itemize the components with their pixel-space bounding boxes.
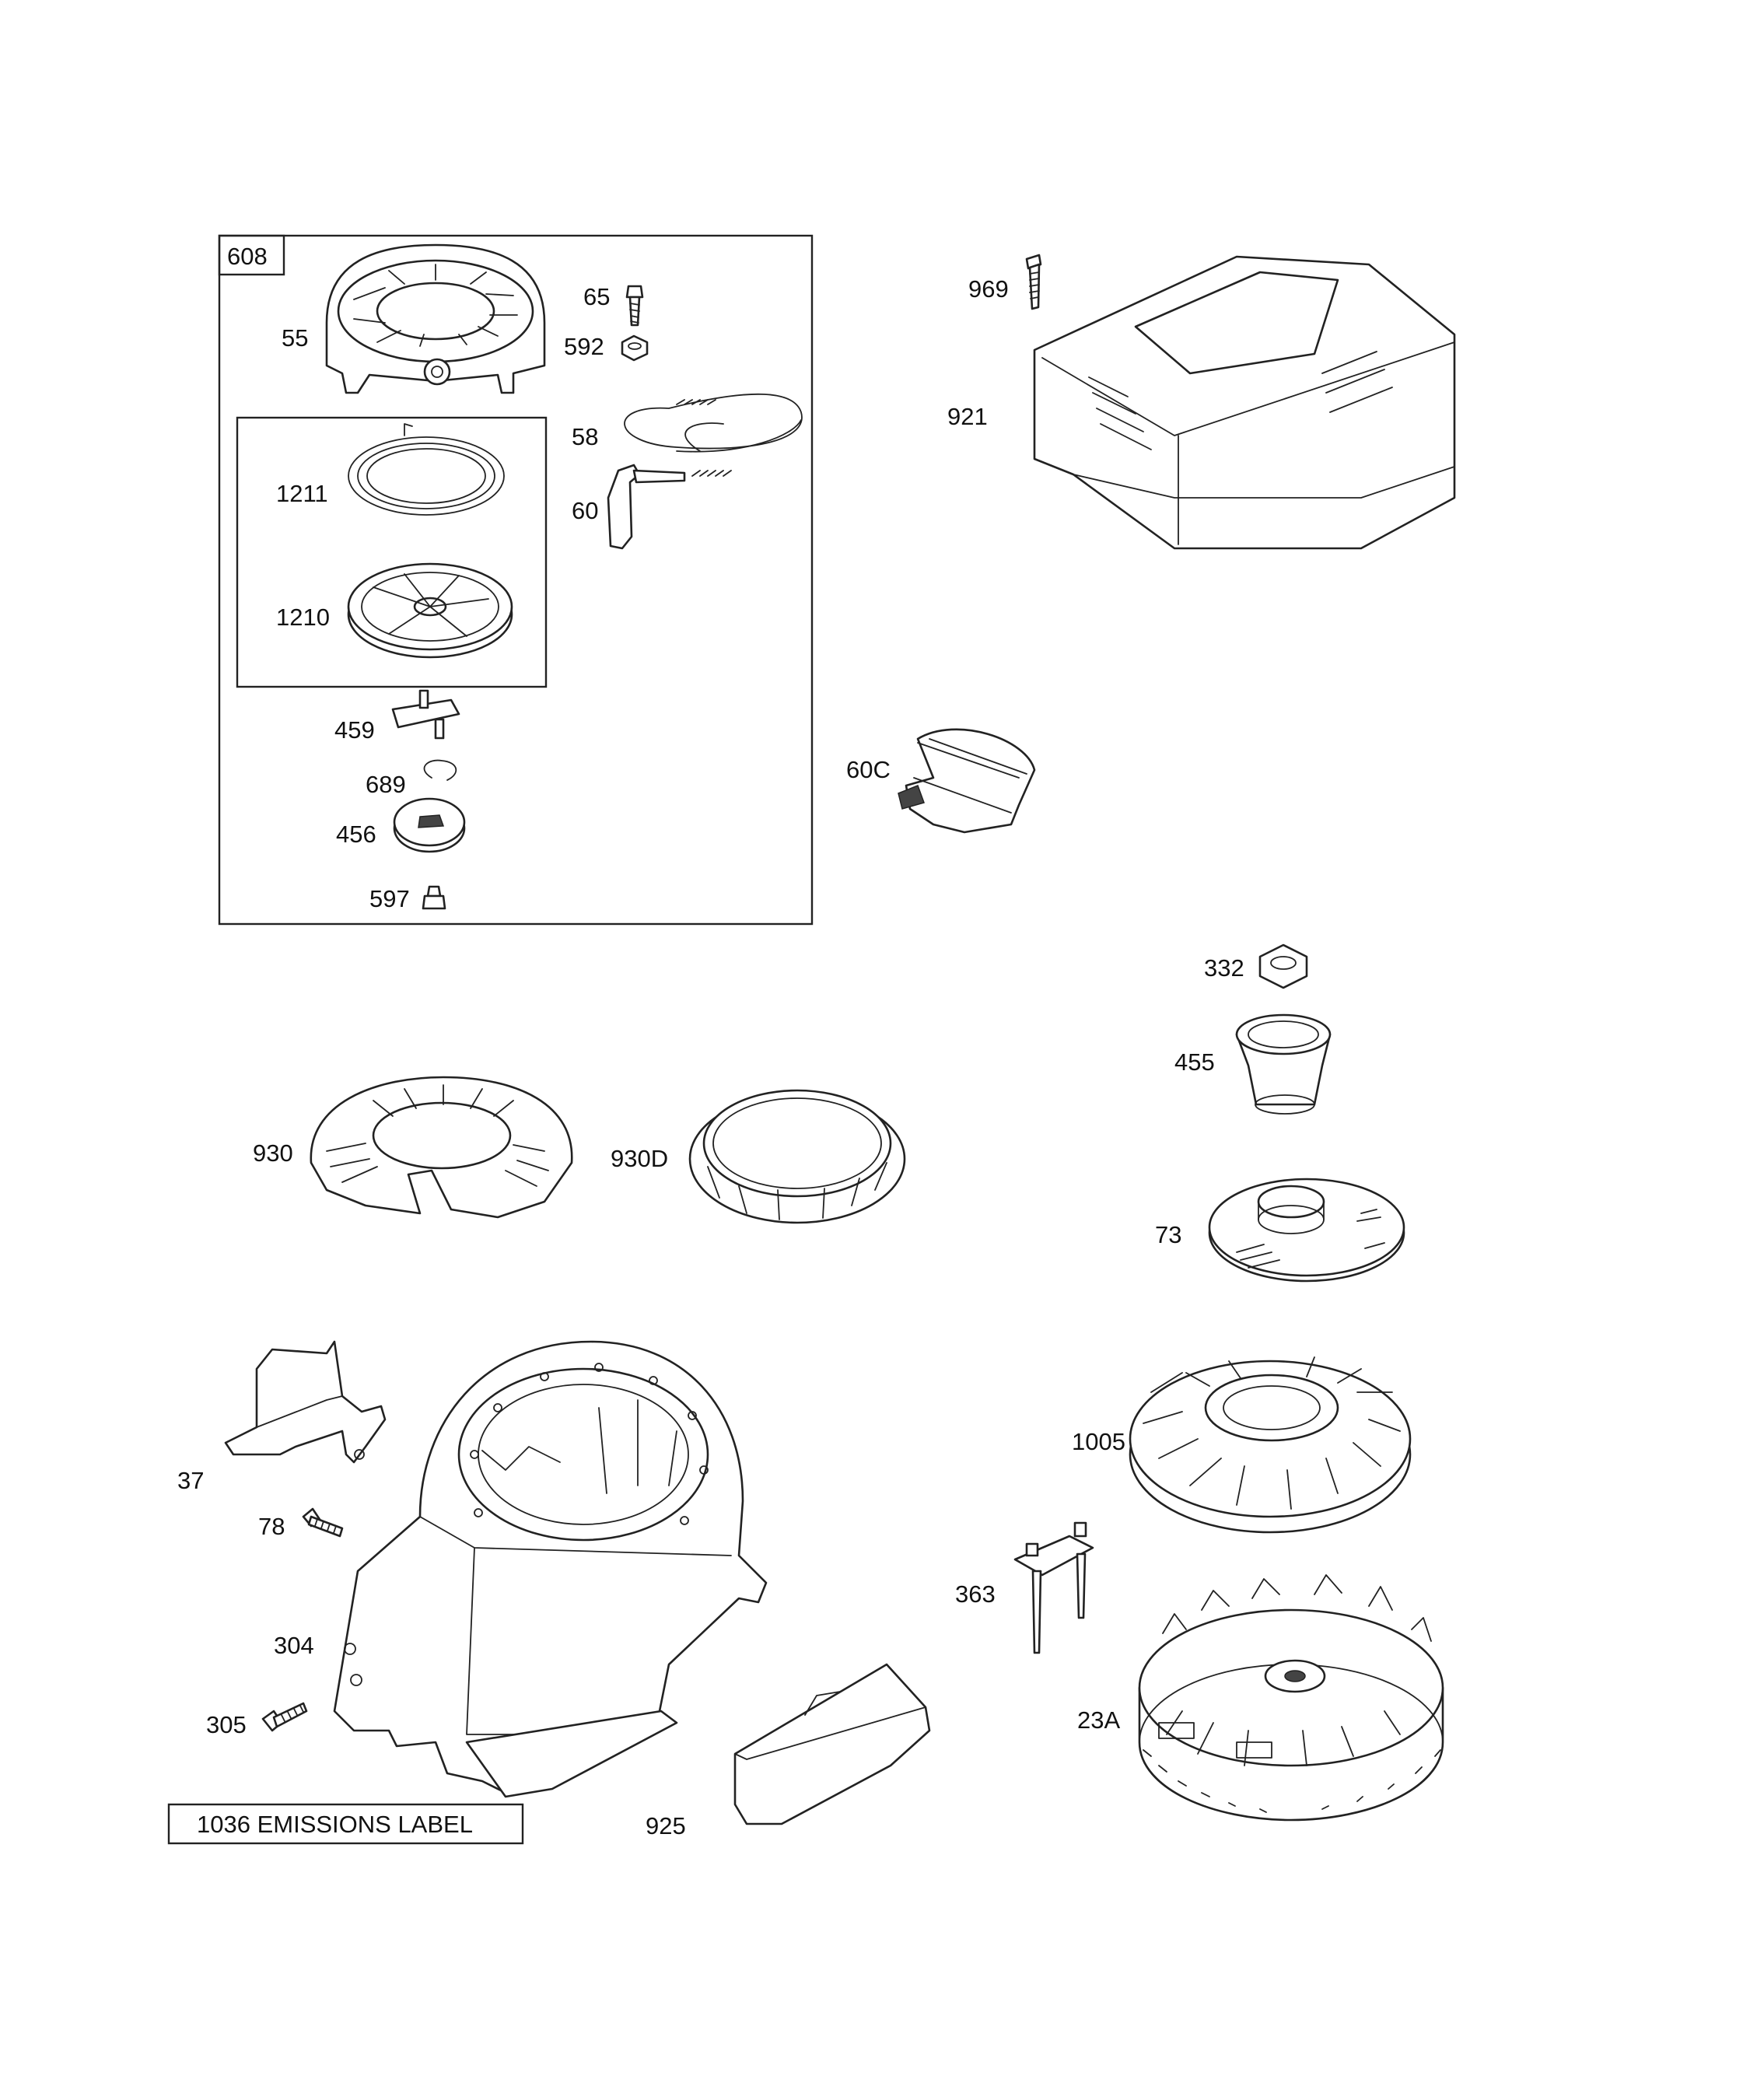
part-23A-flywheel: [1138, 1574, 1444, 1822]
callout-305: 305: [206, 1711, 247, 1738]
part-73-screen: [1208, 1178, 1405, 1283]
callout-689: 689: [366, 771, 406, 798]
subkit-frame: [236, 416, 548, 688]
part-456-retainer: [393, 797, 466, 853]
part-55-starter-housing: [325, 243, 546, 394]
part-930D-ring: [688, 1089, 906, 1224]
callout-55: 55: [282, 324, 308, 352]
part-969-screw: [1025, 254, 1042, 310]
part-60-starter-handle: [607, 464, 686, 550]
part-78-screw: [302, 1507, 344, 1538]
callout-73: 73: [1155, 1221, 1181, 1248]
callout-1210: 1210: [276, 604, 330, 631]
callout-969: 969: [968, 275, 1009, 303]
callout-60C: 60C: [846, 756, 891, 783]
callout-37: 37: [177, 1467, 204, 1494]
callout-930: 930: [253, 1139, 293, 1167]
part-65-screw: [625, 285, 644, 327]
kit-608-frame: [218, 234, 814, 926]
callout-1211: 1211: [276, 480, 328, 507]
callout-921: 921: [947, 403, 988, 430]
callout-1005: 1005: [1072, 1428, 1125, 1455]
callout-65: 65: [583, 283, 610, 310]
part-37-air-guide: [224, 1340, 387, 1464]
callout-23A: 23A: [1077, 1706, 1120, 1734]
callout-459: 459: [334, 716, 375, 744]
part-455-cup: [1235, 1013, 1332, 1115]
callout-455: 455: [1174, 1048, 1215, 1076]
emissions-label-box: [167, 1803, 524, 1845]
part-921-engine-cover: [1033, 255, 1456, 550]
callout-304: 304: [274, 1632, 314, 1659]
callout-78: 78: [258, 1513, 285, 1540]
part-597-screw: [422, 885, 446, 910]
callout-332: 332: [1204, 954, 1244, 982]
part-592-nut: [621, 334, 649, 362]
callout-592: 592: [564, 333, 604, 360]
part-363-bracket: [1013, 1521, 1094, 1654]
callout-608: 608: [227, 243, 268, 270]
callout-363: 363: [955, 1580, 996, 1608]
part-1210-pulley: [347, 562, 513, 659]
callout-925: 925: [646, 1812, 686, 1839]
part-925-shield: [733, 1663, 931, 1825]
part-332-nut: [1258, 943, 1308, 989]
part-58-starter-rope: [624, 393, 803, 477]
kit-608-tag-box: [218, 234, 285, 276]
part-1005-fan: [1129, 1356, 1412, 1534]
part-930-screen: [310, 1076, 573, 1219]
callout-60: 60: [572, 497, 598, 524]
part-689-retainer-ring: [423, 759, 457, 781]
part-60C-handle: [898, 728, 1036, 834]
callout-930D: 930D: [611, 1145, 668, 1172]
callout-58: 58: [572, 423, 598, 450]
part-459-pawl: [391, 689, 460, 740]
emissions-label-text: 1036 EMISSIONS LABEL: [197, 1811, 473, 1838]
callout-456: 456: [336, 821, 376, 848]
callout-597: 597: [369, 885, 410, 912]
part-1211-recoil-spring: [348, 423, 505, 516]
part-304-blower-housing: [333, 1340, 768, 1798]
part-305-screw: [261, 1702, 308, 1732]
